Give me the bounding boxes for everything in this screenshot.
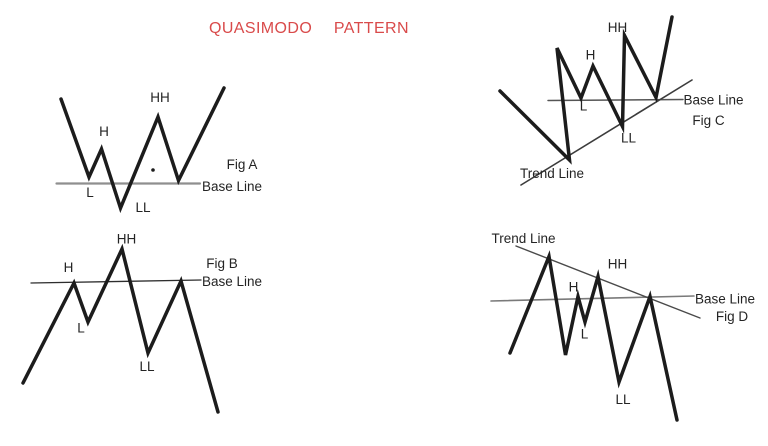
fig-c-price-line [498, 15, 674, 165]
fig-c-label-h: H [586, 48, 596, 63]
fig-b-label-h: H [64, 260, 74, 275]
fig-a-label-l: L [86, 185, 94, 200]
fig-d-base-line-label: Base Line [695, 292, 755, 307]
fig-a-base-line-label: Base Line [202, 179, 262, 194]
fig-c-base-line [547, 98, 684, 102]
fig-d-label-ll: LL [615, 392, 631, 407]
fig-d-label-hh: HH [608, 257, 628, 272]
fig-d-label-l: L [581, 327, 589, 342]
fig-d-fig-caption: Fig D [716, 309, 749, 324]
fig-c-label-ll: LL [621, 131, 637, 146]
fig-a-price-line [59, 86, 226, 214]
fig-a-label-hh: HH [150, 90, 170, 105]
fig-c-label-l: L [580, 99, 588, 114]
fig-a-dot [151, 168, 155, 172]
fig-b-fig-caption: Fig B [206, 256, 238, 271]
fig-d-trend-line-label: Trend Line [491, 231, 555, 246]
fig-a-label-h: H [99, 124, 109, 139]
fig-d-price-line [508, 250, 679, 422]
fig-b-label-l: L [77, 321, 85, 336]
fig-b-label-ll: LL [139, 359, 155, 374]
fig-a-label-ll: LL [135, 200, 151, 215]
fig-c-base-line-label: Base Line [684, 93, 744, 108]
fig-b-base-line [30, 279, 202, 284]
fig-c-fig-caption: Fig C [692, 113, 725, 128]
fig-d-label-h: H [569, 280, 579, 295]
fig-c-trend-line-label: Trend Line [520, 166, 584, 181]
fig-a-fig-caption: Fig A [227, 157, 258, 172]
fig-b-base-line-label: Base Line [202, 274, 262, 289]
fig-b-price-line [21, 243, 220, 414]
page-title: QUASIMODO PATTERN [209, 20, 409, 37]
fig-c-trend-line [520, 79, 693, 186]
fig-b-label-hh: HH [117, 232, 137, 247]
fig-c-label-hh: HH [608, 20, 628, 35]
